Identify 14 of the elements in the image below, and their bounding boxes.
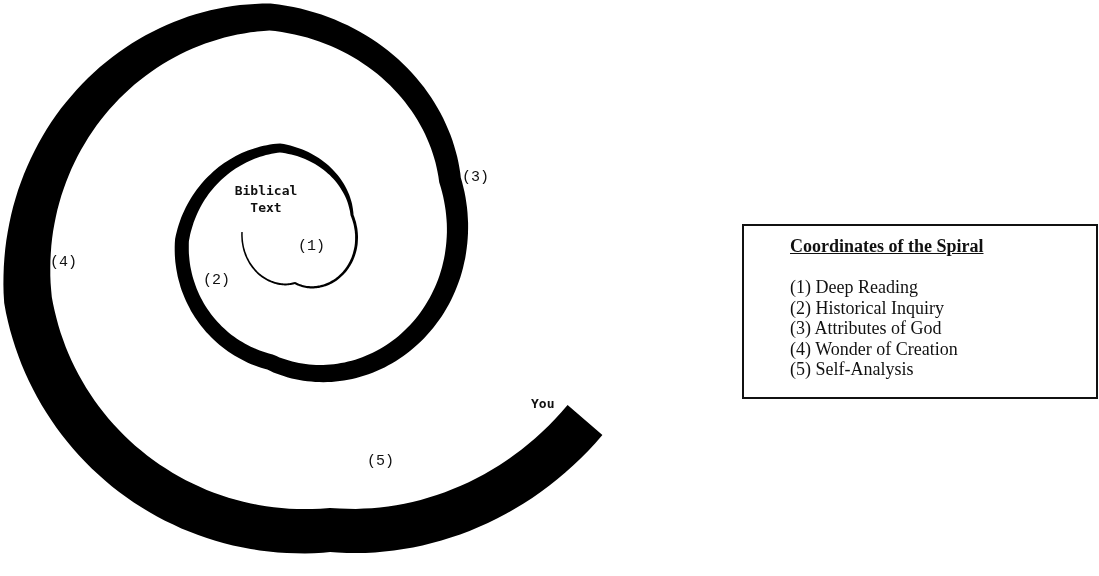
callout-number: (2) <box>203 272 230 289</box>
legend-box <box>742 224 1098 399</box>
legend-item: (2) Historical Inquiry <box>790 297 944 318</box>
legend-heading: Coordinates of the Spiral <box>790 236 984 257</box>
callout-number: (5) <box>367 453 394 470</box>
callout-number: (3) <box>462 169 489 186</box>
callout-number: (4) <box>50 254 77 271</box>
spiral-label: Biblical Text <box>233 183 299 217</box>
legend-item: (5) Self-Analysis <box>790 359 914 380</box>
legend-item: (3) Attributes of God <box>790 318 942 339</box>
legend-item: (1) Deep Reading <box>790 277 918 298</box>
callout-number: (1) <box>298 238 325 255</box>
legend-item: (4) Wonder of Creation <box>790 338 958 359</box>
spiral-label: You <box>531 396 555 413</box>
